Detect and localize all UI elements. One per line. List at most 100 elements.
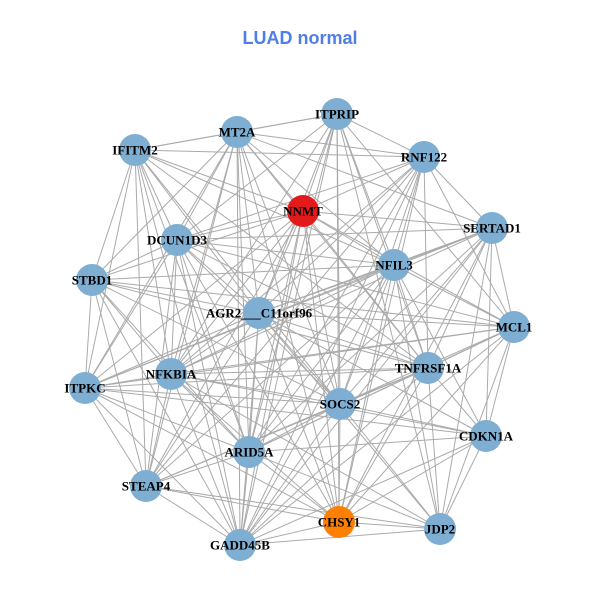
edge-SOCS2-CHSY1 — [338, 403, 341, 523]
edge-MT2A-ITPKC — [84, 131, 238, 389]
edge-CDKN1A-GADD45B — [239, 435, 487, 546]
edge-MT2A-SERTAD1 — [236, 131, 493, 229]
edge-MT2A-SOCS2 — [236, 131, 341, 405]
node-gadd45b: GADD45B — [210, 529, 270, 561]
edge-ITPRIP-DCUN1D3 — [176, 113, 338, 241]
edge-TNFRSF1A-CHSY1 — [338, 367, 429, 523]
edge-DCUN1D3-AGR2___C11orf96 — [176, 239, 260, 314]
edge-CDKN1A-JDP2 — [439, 435, 487, 530]
edge-RNF122-CHSY1 — [338, 156, 425, 523]
node-nfkbia: NFKBIA — [146, 358, 197, 390]
node-label: SERTAD1 — [463, 221, 521, 236]
edge-STBD1-MCL1 — [91, 279, 515, 328]
node-circle — [323, 506, 355, 538]
node-circle — [378, 249, 410, 281]
edge-CDKN1A-CHSY1 — [338, 435, 487, 523]
edge-IFITM2-STEAP4 — [134, 149, 147, 487]
edge-TNFRSF1A-NFKBIA — [170, 367, 429, 375]
edge-NNMT-SERTAD1 — [302, 210, 493, 229]
edge-SOCS2-GADD45B — [239, 403, 341, 546]
edge-CHSY1-GADD45B — [239, 521, 340, 546]
edge-IFITM2-SOCS2 — [134, 149, 341, 405]
edge-RNF122-SERTAD1 — [423, 156, 493, 229]
edge-ITPKC-CHSY1 — [84, 387, 340, 523]
node-circle — [224, 529, 256, 561]
edge-MT2A-AGR2___C11orf96 — [236, 131, 260, 314]
edge-MT2A-IFITM2 — [134, 131, 238, 151]
node-label: AGR2___C11orf96 — [206, 306, 313, 321]
node-circle — [243, 297, 275, 329]
node-mt2a: MT2A — [219, 116, 256, 148]
edge-CHSY1-JDP2 — [338, 521, 441, 530]
edge-RNF122-NNMT — [302, 156, 425, 212]
edge-NFIL3-GADD45B — [239, 264, 395, 546]
node-label: ITPRIP — [315, 107, 359, 122]
edge-NFIL3-ARID5A — [248, 264, 395, 453]
edge-IFITM2-RNF122 — [134, 149, 425, 158]
edge-NNMT-GADD45B — [239, 210, 304, 546]
node-label: CDKN1A — [459, 429, 514, 444]
edge-STBD1-GADD45B — [91, 279, 241, 546]
node-nnmt: NNMT — [283, 195, 323, 227]
node-circle — [161, 224, 193, 256]
edge-NFKBIA-GADD45B — [170, 373, 241, 546]
node-label: IFITM2 — [112, 143, 158, 158]
node-circle — [324, 388, 356, 420]
node-label: TNFRSF1A — [395, 361, 462, 376]
edge-NNMT-CHSY1 — [302, 210, 340, 523]
edge-AGR2___C11orf96-MCL1 — [258, 312, 515, 328]
edge-STBD1-AGR2___C11orf96 — [91, 279, 260, 314]
node-label: DCUN1D3 — [147, 233, 207, 248]
edge-NFIL3-MCL1 — [393, 264, 515, 328]
node-circle — [498, 311, 530, 343]
edge-NFIL3-STBD1 — [91, 264, 395, 281]
chart-title: LUAD normal — [242, 28, 358, 48]
edge-DCUN1D3-NFIL3 — [176, 239, 395, 266]
edge-SERTAD1-DCUN1D3 — [176, 227, 493, 241]
edge-SOCS2-JDP2 — [339, 403, 441, 530]
edge-NNMT-ITPKC — [84, 210, 304, 389]
edge-NFIL3-SOCS2 — [339, 264, 395, 405]
node-steap4: STEAP4 — [122, 470, 171, 502]
edge-ITPKC-ARID5A — [84, 387, 250, 453]
edge-STEAP4-GADD45B — [145, 485, 241, 546]
edge-NFKBIA-ARID5A — [170, 373, 250, 453]
node-circle — [69, 372, 101, 404]
node-stbd1: STBD1 — [72, 264, 112, 296]
edge-STBD1-ITPKC — [84, 279, 93, 389]
edge-AGR2___C11orf96-CDKN1A — [258, 312, 487, 437]
edge-NNMT-NFIL3 — [302, 210, 395, 266]
edge-SERTAD1-MCL1 — [491, 227, 515, 328]
node-label: GADD45B — [210, 538, 270, 553]
edge-IFITM2-NFKBIA — [134, 149, 172, 375]
edge-ITPRIP-ARID5A — [248, 113, 338, 453]
edge-SERTAD1-JDP2 — [439, 227, 493, 530]
edge-NFIL3-STEAP4 — [145, 264, 395, 487]
edge-MT2A-NFIL3 — [236, 131, 395, 266]
node-label: STBD1 — [72, 273, 112, 288]
node-circle — [130, 470, 162, 502]
edge-MT2A-RNF122 — [236, 131, 425, 158]
edge-MT2A-CHSY1 — [236, 131, 340, 523]
edge-RNF122-GADD45B — [239, 156, 425, 546]
node-circle — [424, 513, 456, 545]
edge-NFKBIA-SOCS2 — [170, 373, 341, 405]
node-mcl1: MCL1 — [496, 311, 532, 343]
edge-AGR2___C11orf96-JDP2 — [258, 312, 441, 530]
edge-IFITM2-NFIL3 — [134, 149, 395, 266]
edge-NFIL3-JDP2 — [393, 264, 441, 530]
edge-CDKN1A-ARID5A — [248, 435, 487, 453]
edge-SERTAD1-ARID5A — [248, 227, 493, 453]
node-cdkn1a: CDKN1A — [459, 420, 514, 452]
node-circle — [321, 98, 353, 130]
node-circle — [119, 134, 151, 166]
edge-AGR2___C11orf96-STEAP4 — [145, 312, 260, 487]
edge-DCUN1D3-CHSY1 — [176, 239, 340, 523]
node-label: NFKBIA — [146, 367, 197, 382]
node-ifitm2: IFITM2 — [112, 134, 158, 166]
edge-DCUN1D3-MCL1 — [176, 239, 515, 328]
edge-ARID5A-STEAP4 — [145, 451, 250, 487]
edge-NNMT-DCUN1D3 — [176, 210, 304, 241]
edge-ARID5A-JDP2 — [248, 451, 441, 530]
